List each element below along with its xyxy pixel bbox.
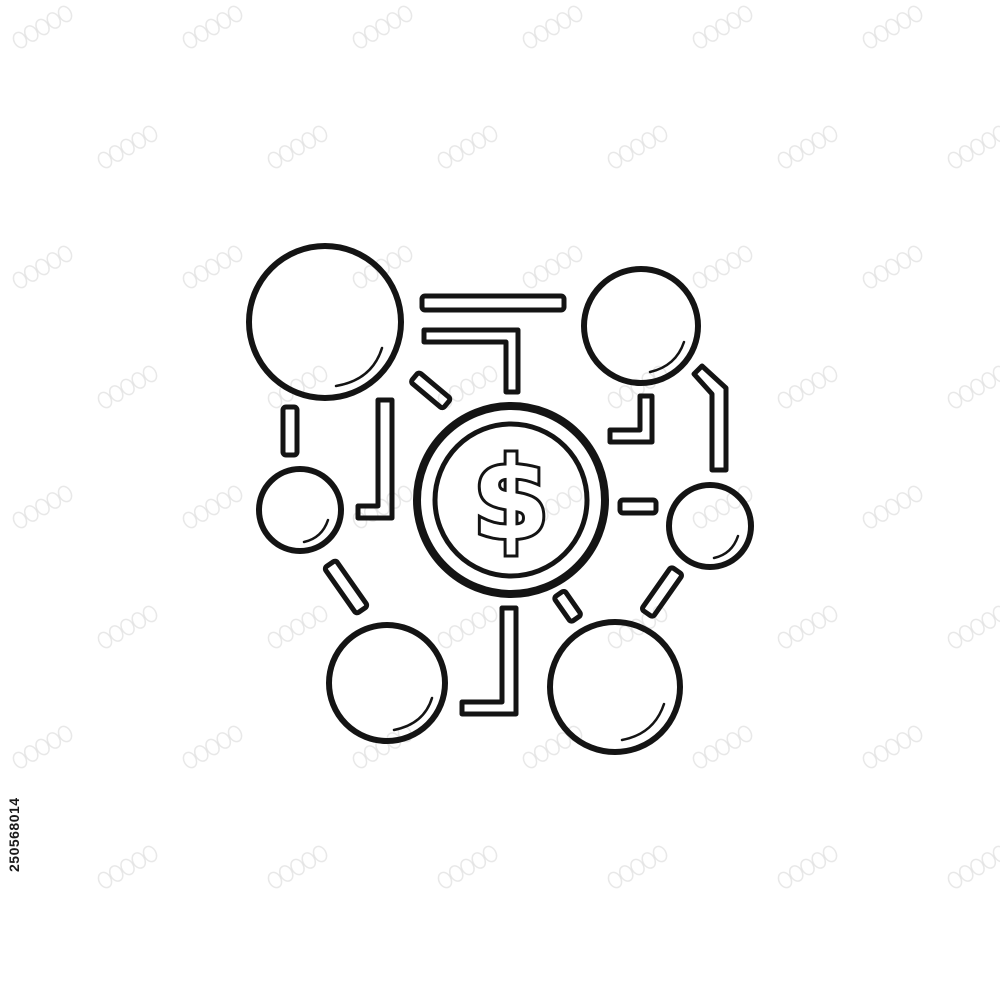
watermark-mark	[12, 245, 73, 289]
center-dollar-coin-icon: $	[413, 402, 609, 598]
connector-top-bar	[419, 293, 567, 313]
connector-right-dash	[617, 497, 659, 516]
watermark-mark	[522, 5, 583, 49]
watermark-mark	[97, 125, 158, 169]
watermark-mark	[692, 5, 753, 49]
node-bottom-left	[326, 622, 448, 744]
connector-right-top-corner	[607, 393, 655, 445]
watermark-mark	[352, 725, 413, 769]
watermark-mark	[522, 725, 583, 769]
stock-id-label: 250568014	[6, 797, 22, 873]
watermark-mark	[437, 365, 498, 409]
watermark-mark	[437, 845, 498, 889]
connector-left-corner	[355, 397, 395, 521]
watermark-mark	[947, 605, 1000, 649]
watermark-mark	[947, 845, 1000, 889]
watermark-mark	[182, 485, 243, 529]
watermark-mark	[862, 485, 923, 529]
watermark-mark	[777, 125, 838, 169]
watermark-mark	[777, 365, 838, 409]
watermark-mark	[607, 125, 668, 169]
watermark-mark	[862, 725, 923, 769]
node-middle-left	[256, 466, 344, 554]
watermark-mark	[437, 605, 498, 649]
watermark-mark	[947, 125, 1000, 169]
node-top-right	[581, 266, 701, 386]
connector-bottom-small-diagonal	[552, 588, 583, 624]
watermark-pattern	[12, 5, 1000, 889]
watermark-mark	[607, 845, 668, 889]
watermark-mark	[97, 845, 158, 889]
connector-right-bend	[691, 363, 729, 473]
watermark-mark	[777, 605, 838, 649]
watermark-mark	[267, 605, 328, 649]
watermark-mark	[267, 365, 328, 409]
watermark-mark	[437, 125, 498, 169]
dollar-coin-network-icon: $	[246, 243, 754, 755]
watermark-mark	[97, 605, 158, 649]
node-top-left	[246, 243, 404, 401]
watermark-mark	[777, 845, 838, 889]
watermark-mark	[522, 485, 583, 529]
connector-diagonal-top-left	[409, 370, 453, 411]
watermark-mark	[12, 485, 73, 529]
connector-bottom-corner	[459, 605, 519, 717]
connector-top-corner	[421, 327, 521, 395]
watermark-mark	[97, 365, 158, 409]
connector-diagonal-bottom-right	[640, 565, 684, 619]
connector-left-dash	[280, 404, 300, 458]
node-middle-right	[666, 482, 754, 570]
watermark-mark	[12, 5, 73, 49]
node-bottom-right	[547, 619, 683, 755]
watermark-mark	[947, 365, 1000, 409]
watermark-mark	[182, 245, 243, 289]
watermark-mark	[352, 5, 413, 49]
watermark-mark	[182, 5, 243, 49]
watermark-mark	[267, 845, 328, 889]
watermark-mark	[522, 245, 583, 289]
watermark-mark	[12, 725, 73, 769]
watermark-mark	[862, 245, 923, 289]
connector-diagonal-bottom-left	[322, 558, 370, 616]
watermark-mark	[692, 725, 753, 769]
dollar-sign: $	[472, 435, 550, 565]
watermark-mark	[862, 5, 923, 49]
watermark-mark	[182, 725, 243, 769]
watermark-mark	[352, 245, 413, 289]
watermark-mark	[267, 125, 328, 169]
watermark-mark	[692, 245, 753, 289]
